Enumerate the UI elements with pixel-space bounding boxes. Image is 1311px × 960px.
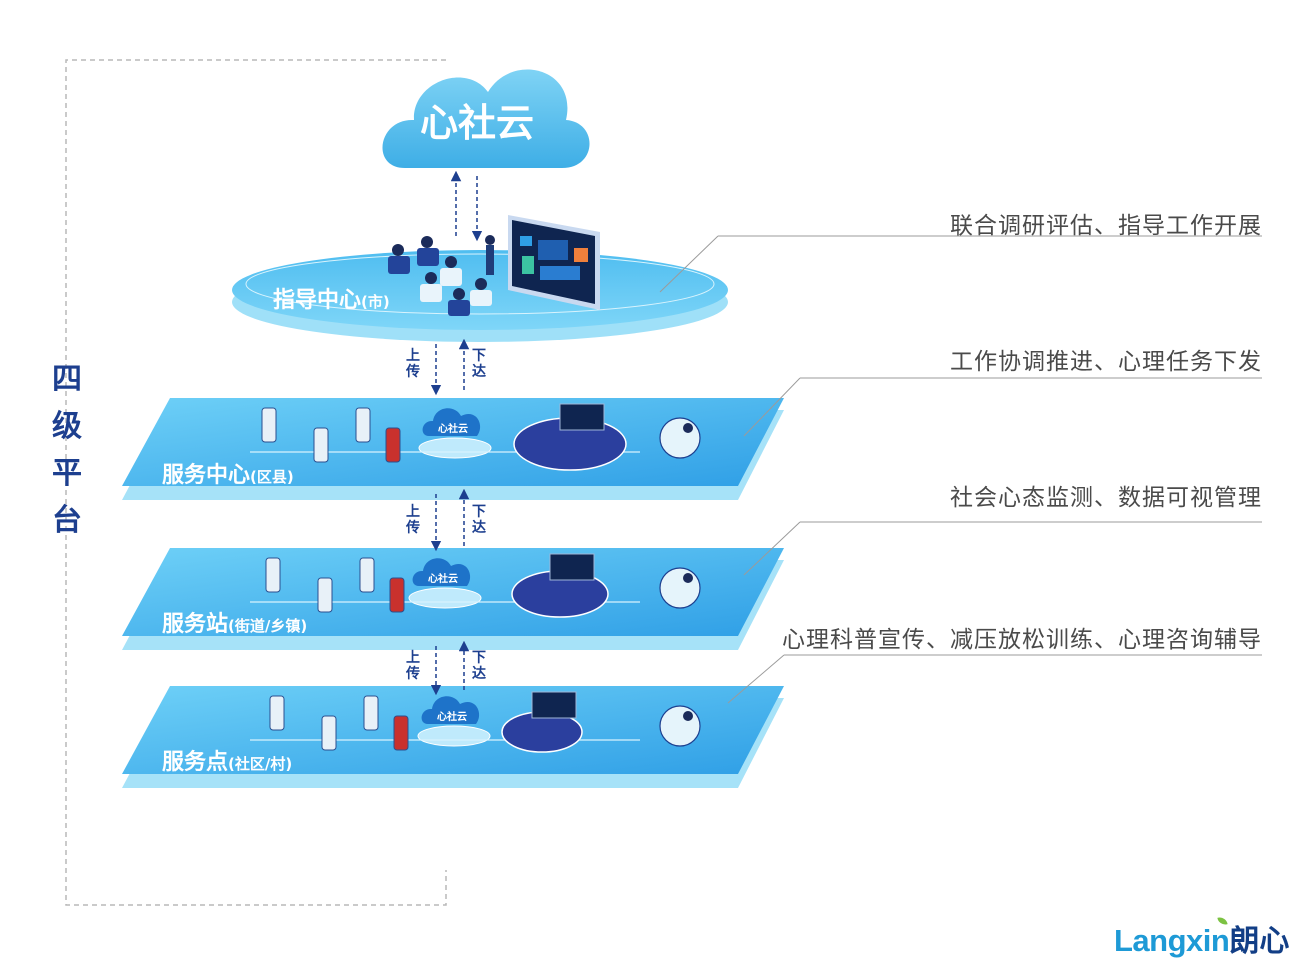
title-char: 平 [52, 456, 82, 491]
cloud-label: 心社云 [420, 101, 534, 145]
counseling-icon [659, 705, 701, 747]
level-3-description: 社会心态监测、数据可视管理 [950, 485, 1262, 511]
four-level-platform-title: 四 级 平 台 [46, 356, 88, 544]
small-cloud-label: 心社云 [437, 710, 467, 723]
upload-label: 上 [406, 504, 420, 520]
leader-line [743, 377, 801, 437]
level-3-name: 服务站(街道/乡镇) [162, 612, 307, 637]
device-icon [393, 715, 409, 751]
level-1-description: 联合调研评估、指导工作开展 [950, 213, 1262, 239]
dashboard-screen-icon [508, 215, 600, 310]
device-icon [321, 715, 337, 751]
transfer-arrows-2: 上传 下达 [405, 488, 486, 552]
upload-label: 传 [405, 665, 420, 682]
device-icon [265, 557, 281, 593]
upload-label: 上 [406, 650, 420, 666]
level-2-name: 服务中心(区县) [162, 463, 294, 488]
transfer-arrows-1: 上传 下达 [405, 338, 486, 396]
hall-screen-icon [531, 691, 577, 719]
person-head-icon [683, 423, 693, 433]
small-cloud-icon [422, 408, 481, 436]
upload-label: 传 [405, 363, 420, 380]
device-icon [385, 427, 401, 463]
leader-line [743, 521, 801, 576]
device-icon [389, 577, 405, 613]
cloud-icon [382, 69, 590, 168]
brand-logo: Langxin朗心 [1114, 916, 1290, 959]
issue-label: 达 [472, 363, 486, 380]
issue-label: 下 [472, 504, 486, 520]
hall-screen-icon [559, 403, 605, 431]
hall-screen-icon [549, 553, 595, 581]
small-cloud-label: 心社云 [428, 572, 458, 585]
cloud-node-base [417, 725, 491, 747]
transfer-arrows-3: 上传 下达 [405, 640, 486, 696]
brand-logo-cn: 朗心 [1229, 924, 1290, 959]
meeting-people-icon [388, 235, 495, 316]
small-cloud-icon [412, 558, 471, 586]
title-char: 级 [52, 409, 82, 444]
leader-line-1 [659, 235, 719, 293]
cloud-node-base [418, 437, 492, 459]
level-4-description: 心理科普宣传、减压放松训练、心理咨询辅导 [782, 627, 1262, 653]
device-icon [363, 695, 379, 731]
small-cloud-label: 心社云 [438, 422, 468, 435]
upload-label: 传 [405, 519, 420, 536]
issue-label: 达 [472, 665, 486, 682]
counseling-icon [659, 567, 701, 609]
person-head-icon [683, 573, 693, 583]
brand-logo-en: Langxin [1114, 923, 1230, 958]
issue-label: 下 [472, 348, 486, 364]
guidance-center-name: 指导中心(市) [273, 288, 390, 313]
title-char: 台 [52, 503, 82, 538]
cloud-node-base [408, 587, 482, 609]
small-cloud-icon [421, 696, 480, 724]
level-2-description: 工作协调推进、心理任务下发 [950, 349, 1262, 375]
device-icon [313, 427, 329, 463]
issue-label: 达 [472, 519, 486, 536]
issue-label: 下 [472, 650, 486, 666]
counseling-icon [659, 417, 701, 459]
person-head-icon [683, 711, 693, 721]
title-char: 四 [52, 362, 82, 397]
device-icon [261, 407, 277, 443]
upload-label: 上 [406, 348, 420, 364]
device-icon [359, 557, 375, 593]
dashed-frame [65, 59, 447, 906]
leader-line [727, 654, 785, 704]
device-icon [355, 407, 371, 443]
level-4-name: 服务点(社区/村) [162, 749, 292, 775]
device-icon [317, 577, 333, 613]
device-icon [269, 695, 285, 731]
